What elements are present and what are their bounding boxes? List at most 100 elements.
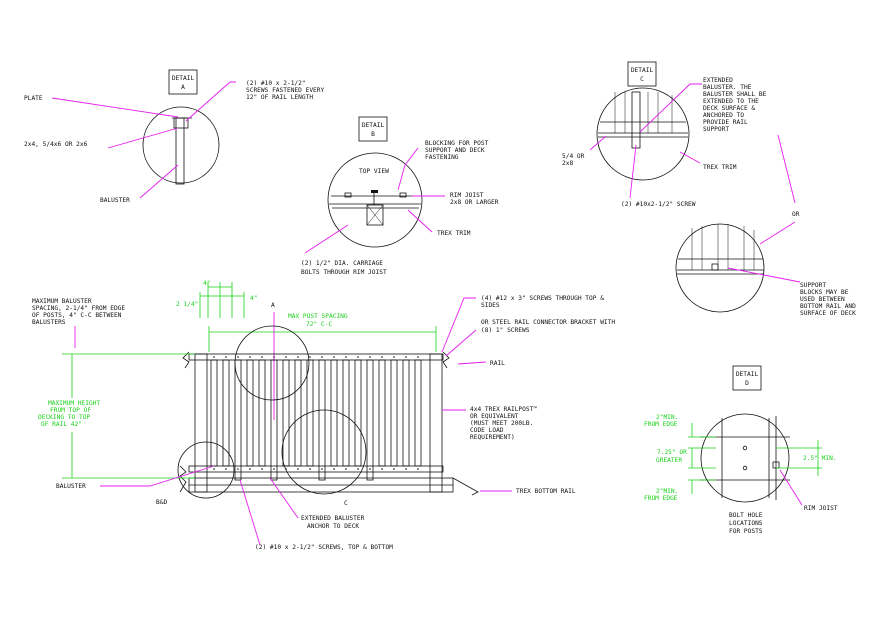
extended-anchor-leader xyxy=(269,477,299,519)
detail-d-circle xyxy=(700,413,790,503)
left-bottom-break xyxy=(179,465,187,493)
lumber-leader xyxy=(107,127,179,149)
max-height-2: FROM TOP OF xyxy=(50,407,91,414)
support-blocks-1: SUPPORT xyxy=(800,282,826,289)
blocking-3: FASTENING xyxy=(425,154,459,161)
callout-c-circle xyxy=(281,409,367,495)
right-bottom-break xyxy=(452,477,479,496)
top-dim-1: 2"MIN. xyxy=(656,414,678,421)
blocking-2: SUPPORT AND DECK xyxy=(425,147,485,154)
screws-top-2: SIDES xyxy=(481,302,500,309)
baluster xyxy=(378,359,386,467)
detail-a-tag-line1: DETAIL xyxy=(172,75,195,82)
callout-a: A xyxy=(271,302,275,309)
extended-7: PROVIDE RAIL xyxy=(703,119,748,126)
baluster xyxy=(294,359,302,467)
extended-anchor-2: ANCHOR TO DECK xyxy=(307,523,359,530)
detail-a-tag xyxy=(168,69,198,95)
extended-leader xyxy=(639,83,702,133)
extended-2: BALUSTER. THE xyxy=(703,84,752,91)
support-blocks-4: BOTTOM RAIL AND xyxy=(800,303,856,310)
mid-dim-1: 7.25" OR xyxy=(657,449,687,456)
rail-label: RAIL xyxy=(490,360,505,367)
caption-3: FOR POSTS xyxy=(729,528,763,535)
post-block xyxy=(366,204,384,226)
left-post xyxy=(194,353,208,493)
max-spacing-1: MAXIMUM BALUSTER xyxy=(32,298,92,305)
detail-b-trex-trim: TREX TRIM xyxy=(437,230,471,237)
railpost-5: REQUIREMENT) xyxy=(470,434,515,441)
max-spacing-4: BALUSTERS xyxy=(32,319,66,326)
railpost-3: (MUST MEET 200LB. xyxy=(470,420,533,427)
support-blocks-3: USED BETWEEN xyxy=(800,296,845,303)
extended-1: EXTENDED xyxy=(703,77,733,84)
detail-b: DETAIL B TOP VIEW BLOCKING FOR POST SUPP… xyxy=(301,116,499,276)
baluster-spacing-dims xyxy=(199,282,245,318)
detail-a-tag-line2: A xyxy=(181,84,185,91)
rim-joist-d-leader xyxy=(779,469,803,506)
railing-elevation: 4" 2 1/4" 4" MAXIMUM BALUSTER SPACING, 2… xyxy=(32,280,615,551)
size-2: 2x8 xyxy=(562,160,573,167)
detail-d: DETAIL D 2"MIN. FROM EDGE 7.25" OR GREAT… xyxy=(644,365,838,535)
detail-a: DETAIL A PLATE (2) #10 x 2-1/2" SCREWS F… xyxy=(24,69,325,204)
lumber-label: 2x4, 5/4x6 OR 2x6 xyxy=(24,141,88,148)
detail-c-tag xyxy=(627,61,657,87)
post-spacing-2: 72" C-C xyxy=(306,321,332,328)
baluster xyxy=(246,359,254,467)
bottom-rail xyxy=(188,465,444,473)
baluster xyxy=(234,359,242,481)
post-spacing-1: MAX POST SPACING xyxy=(288,313,348,320)
baluster xyxy=(318,359,326,481)
bottom-rail-label: TREX BOTTOM RAIL xyxy=(516,488,576,495)
detail-d-tag-line2: D xyxy=(745,380,749,387)
main-baluster-label: BALUSTER xyxy=(56,483,86,490)
detail-d-tag xyxy=(732,365,762,391)
detail-a-screws-3: 12" OF RAIL LENGTH xyxy=(246,94,313,101)
blocking-1: BLOCKING FOR POST xyxy=(425,140,489,147)
detail-a-circle xyxy=(142,106,220,184)
extended-8: SUPPORT xyxy=(703,126,729,133)
or-label: OR xyxy=(792,211,800,218)
dim-214: 2 1/4" xyxy=(176,301,198,308)
baluster-leader xyxy=(139,164,179,199)
screws-top-1: (4) #12 x 3" SCREWS THROUGH TOP & xyxy=(481,295,604,302)
rim-joist-2: 2x8 OR LARGER xyxy=(450,199,499,206)
detail-a-baluster-label: BALUSTER xyxy=(100,197,130,204)
trex-trim-c-leader xyxy=(679,151,701,164)
support-blocks-5: SURFACE OF DECK xyxy=(800,310,856,317)
extended-5: DECK SURFACE & xyxy=(703,105,755,112)
blocking-leader xyxy=(397,147,419,191)
support-blocks-leader xyxy=(727,267,801,283)
extended-anchor-1: EXTENDED BALUSTER xyxy=(301,515,365,522)
detail-a-screws-2: SCREWS FASTENED EVERY xyxy=(246,87,325,94)
extended-6: ANCHORED TO xyxy=(703,112,744,119)
railpost-2: OR EQUIVALENT xyxy=(470,413,519,420)
size-leader xyxy=(589,135,607,151)
support-blocks-2: BLOCKS MAY BE xyxy=(800,289,849,296)
detail-b-circle xyxy=(327,152,423,248)
connector-2: (8) 1" SCREWS xyxy=(481,327,530,334)
dim-4a: 4" xyxy=(203,280,210,287)
plate-label: PLATE xyxy=(24,95,43,102)
baluster xyxy=(414,359,422,467)
caption-2: LOCATIONS xyxy=(729,520,763,527)
top-dim-2: FROM EDGE xyxy=(644,421,678,428)
screws-top-leader xyxy=(441,297,476,353)
bolts-leader xyxy=(304,224,349,254)
balusters xyxy=(210,359,422,481)
detail-b-tag-line1: DETAIL xyxy=(362,122,385,129)
right-break-line xyxy=(442,351,450,369)
baluster xyxy=(390,359,398,467)
screw-c-label: (2) #10x2-1/2" SCREW xyxy=(621,201,696,208)
dim-4b: 4" xyxy=(250,295,257,302)
baluster-main-leader xyxy=(100,465,215,487)
baluster xyxy=(402,359,410,467)
baluster xyxy=(354,359,362,467)
bot-dim-2: FROM EDGE xyxy=(644,495,678,502)
baluster xyxy=(210,359,218,467)
callout-a-circle xyxy=(234,325,310,401)
detail-b-tag-line2: B xyxy=(371,131,375,138)
baluster xyxy=(258,359,266,467)
detail-c-extended-baluster xyxy=(631,91,641,149)
baluster xyxy=(330,359,338,467)
